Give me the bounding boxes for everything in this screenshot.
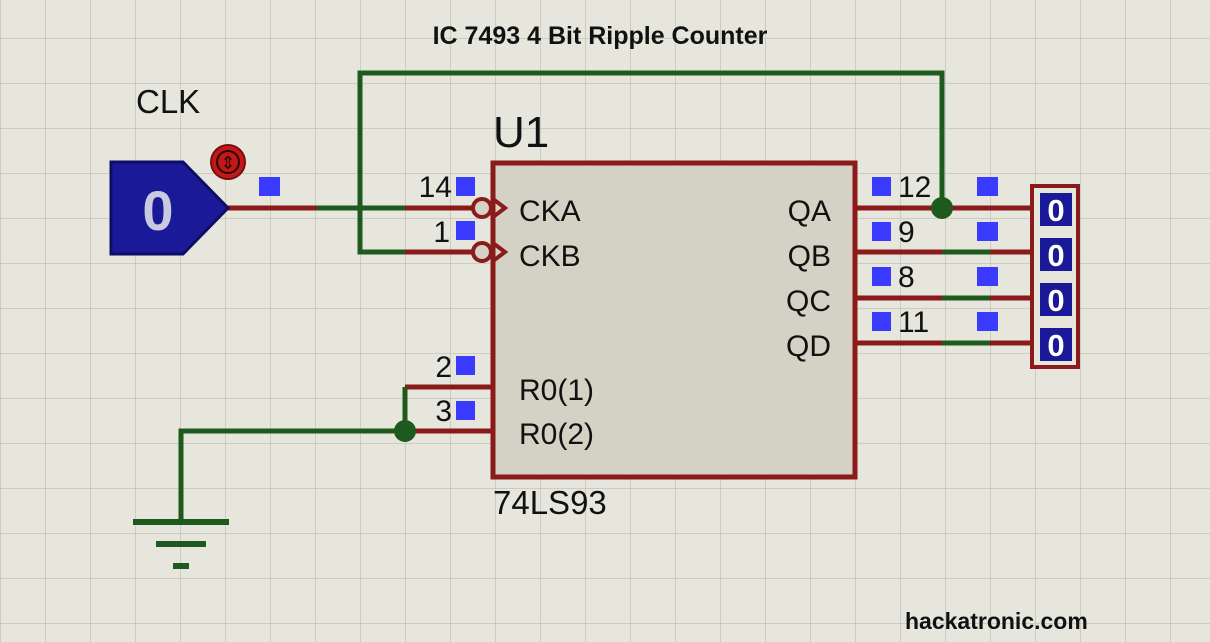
qa-junction-dot bbox=[931, 197, 953, 219]
pin2-state-marker bbox=[456, 356, 475, 375]
pin8-state-marker bbox=[872, 267, 891, 286]
probe-qd-value: 0 bbox=[1047, 328, 1064, 363]
probe-qd[interactable] bbox=[1040, 328, 1072, 361]
pin3-state-marker bbox=[456, 401, 475, 420]
clock-source[interactable] bbox=[109, 160, 231, 256]
ckb-clock-bubble bbox=[471, 241, 509, 263]
pin-number-9: 9 bbox=[898, 216, 915, 249]
pin-name-cka: CKA bbox=[519, 195, 581, 228]
pin-number-3: 3 bbox=[435, 395, 452, 428]
pin-state-markers bbox=[259, 177, 998, 420]
ic-part-number: 74LS93 bbox=[493, 484, 607, 521]
probe-qa[interactable] bbox=[1040, 193, 1072, 226]
ground-symbol bbox=[133, 519, 229, 569]
pin-number-12: 12 bbox=[898, 171, 931, 204]
pin-number-1: 1 bbox=[433, 216, 450, 249]
pin-name-r01: R0(1) bbox=[519, 374, 594, 407]
feedback-wire-qa-ckb[interactable] bbox=[357, 70, 945, 255]
probe2-state-marker bbox=[977, 222, 998, 241]
pin-number-14: 14 bbox=[419, 171, 452, 204]
probe3-state-marker bbox=[977, 267, 998, 286]
clock-toggle-icon[interactable]: ⇕ bbox=[210, 144, 246, 180]
pin-number-11: 11 bbox=[898, 306, 929, 339]
pin-name-qb: QB bbox=[788, 240, 831, 273]
pin14-state-marker bbox=[456, 177, 475, 196]
probe-qb[interactable] bbox=[1040, 238, 1072, 271]
clock-toggle-glyph: ⇕ bbox=[220, 153, 235, 174]
pin1-state-marker bbox=[456, 221, 475, 240]
probe-qb-value: 0 bbox=[1047, 238, 1064, 273]
pin-name-qc: QC bbox=[786, 285, 831, 318]
probe-qc-value: 0 bbox=[1047, 283, 1064, 318]
pin-name-qa: QA bbox=[788, 195, 831, 228]
pin-number-2: 2 bbox=[435, 351, 452, 384]
probe1-state-marker bbox=[977, 177, 998, 196]
watermark: hackatronic.com bbox=[905, 608, 1088, 634]
probe4-state-marker bbox=[977, 312, 998, 331]
ic-reference: U1 bbox=[493, 108, 549, 157]
reset-junction-dot bbox=[394, 420, 416, 442]
ic-body[interactable] bbox=[490, 160, 858, 480]
pin-name-ckb: CKB bbox=[519, 240, 581, 273]
cka-clock-bubble bbox=[471, 197, 509, 219]
probe-qa-value: 0 bbox=[1047, 193, 1064, 228]
clock-value: 0 bbox=[142, 179, 173, 242]
diagram-title: IC 7493 4 Bit Ripple Counter bbox=[433, 22, 768, 50]
pin11-state-marker bbox=[872, 312, 891, 331]
clk-label: CLK bbox=[136, 83, 200, 120]
clk-state-marker bbox=[259, 177, 280, 196]
logic-probe-stack[interactable]: 0 0 0 0 bbox=[1030, 184, 1080, 369]
pin9-state-marker bbox=[872, 222, 891, 241]
pin12-state-marker bbox=[872, 177, 891, 196]
pin-number-8: 8 bbox=[898, 261, 915, 294]
ground-wire[interactable] bbox=[178, 428, 405, 522]
pin-name-qd: QD bbox=[786, 330, 831, 363]
probe-qc[interactable] bbox=[1040, 283, 1072, 316]
pin-name-r02: R0(2) bbox=[519, 418, 594, 451]
